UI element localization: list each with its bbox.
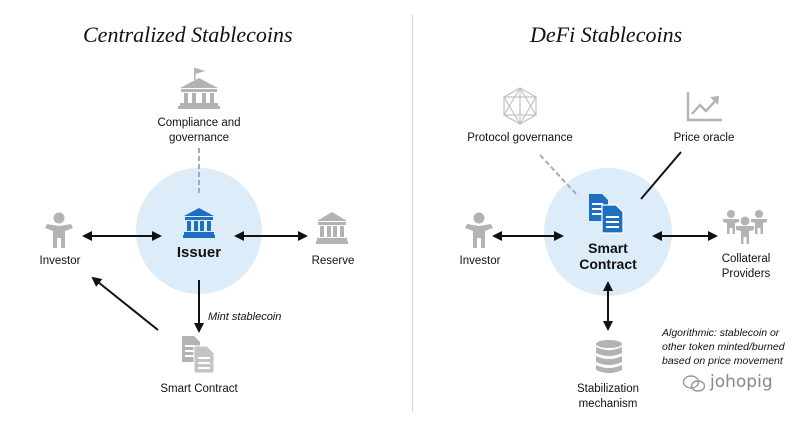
protocol-governance-label: Protocol governance bbox=[467, 132, 573, 144]
reserve-bank-icon bbox=[316, 212, 348, 244]
stabilization-label-line1: Stabilization bbox=[576, 383, 639, 395]
compliance-label-line1: Compliance and bbox=[157, 117, 241, 129]
protocol-dashed-line bbox=[539, 154, 579, 197]
algorithmic-note-line1: Algorithmic: stablecoin or bbox=[662, 327, 780, 339]
wechat-icon bbox=[682, 375, 706, 392]
panel-divider bbox=[412, 14, 413, 412]
smart-contract-center-label-line1: Smart bbox=[588, 240, 628, 256]
smart-contract-documents-icon bbox=[182, 336, 215, 374]
issuer-label: Issuer bbox=[176, 244, 222, 261]
government-building-icon bbox=[178, 68, 220, 109]
investor-label-right: Investor bbox=[459, 255, 501, 267]
price-chart-icon bbox=[686, 92, 722, 122]
algorithmic-note-line2: other token minted/burned bbox=[662, 341, 785, 353]
watermark-text: johopig bbox=[710, 372, 773, 392]
smart-contract-label-left: Smart Contract bbox=[160, 383, 238, 395]
oracle-line bbox=[640, 151, 682, 200]
stabilization-label-line2: mechanism bbox=[578, 398, 638, 410]
smart-contract-center-label-line2: Contract bbox=[579, 256, 637, 272]
smart-contract-blue-documents-icon bbox=[589, 194, 624, 234]
compliance-label-line2: governance bbox=[168, 132, 230, 144]
collateral-label-line2: Providers bbox=[721, 268, 771, 280]
return-arrow bbox=[91, 276, 159, 331]
algorithmic-note-line3: based on price movement bbox=[662, 355, 783, 367]
collateral-label-line1: Collateral bbox=[721, 253, 771, 265]
mint-stablecoin-label: Mint stablecoin bbox=[208, 311, 282, 323]
right-title: DeFi Stablecoins bbox=[530, 22, 683, 47]
protocol-network-icon bbox=[503, 87, 537, 125]
left-title: Centralized Stablecoins bbox=[83, 22, 293, 47]
price-oracle-label: Price oracle bbox=[673, 132, 735, 144]
collateral-group-icon bbox=[723, 210, 767, 244]
investor-person-icon-right bbox=[465, 212, 493, 248]
bank-icon bbox=[183, 208, 215, 238]
investor-person-icon bbox=[45, 212, 73, 248]
database-icon bbox=[596, 340, 622, 373]
reserve-label: Reserve bbox=[311, 255, 355, 267]
investor-label-left: Investor bbox=[39, 255, 81, 267]
